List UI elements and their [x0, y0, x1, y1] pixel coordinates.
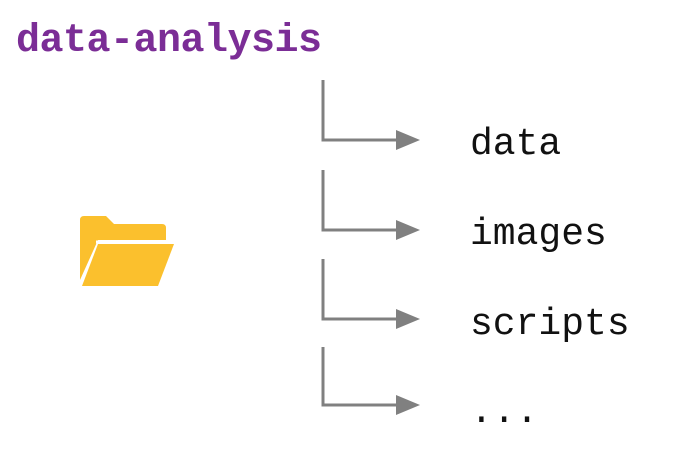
child-folder-scripts: scripts	[470, 303, 630, 346]
open-folder-icon	[80, 216, 174, 286]
root-folder-name: data-analysis	[16, 19, 322, 64]
connector-0	[321, 80, 420, 150]
child-folder-images: images	[470, 213, 607, 256]
child-folder-data: data	[470, 123, 562, 166]
child-folder-more: ...	[470, 391, 539, 434]
connector-1	[321, 170, 420, 240]
connector-3	[321, 347, 420, 415]
connector-2	[321, 259, 420, 329]
